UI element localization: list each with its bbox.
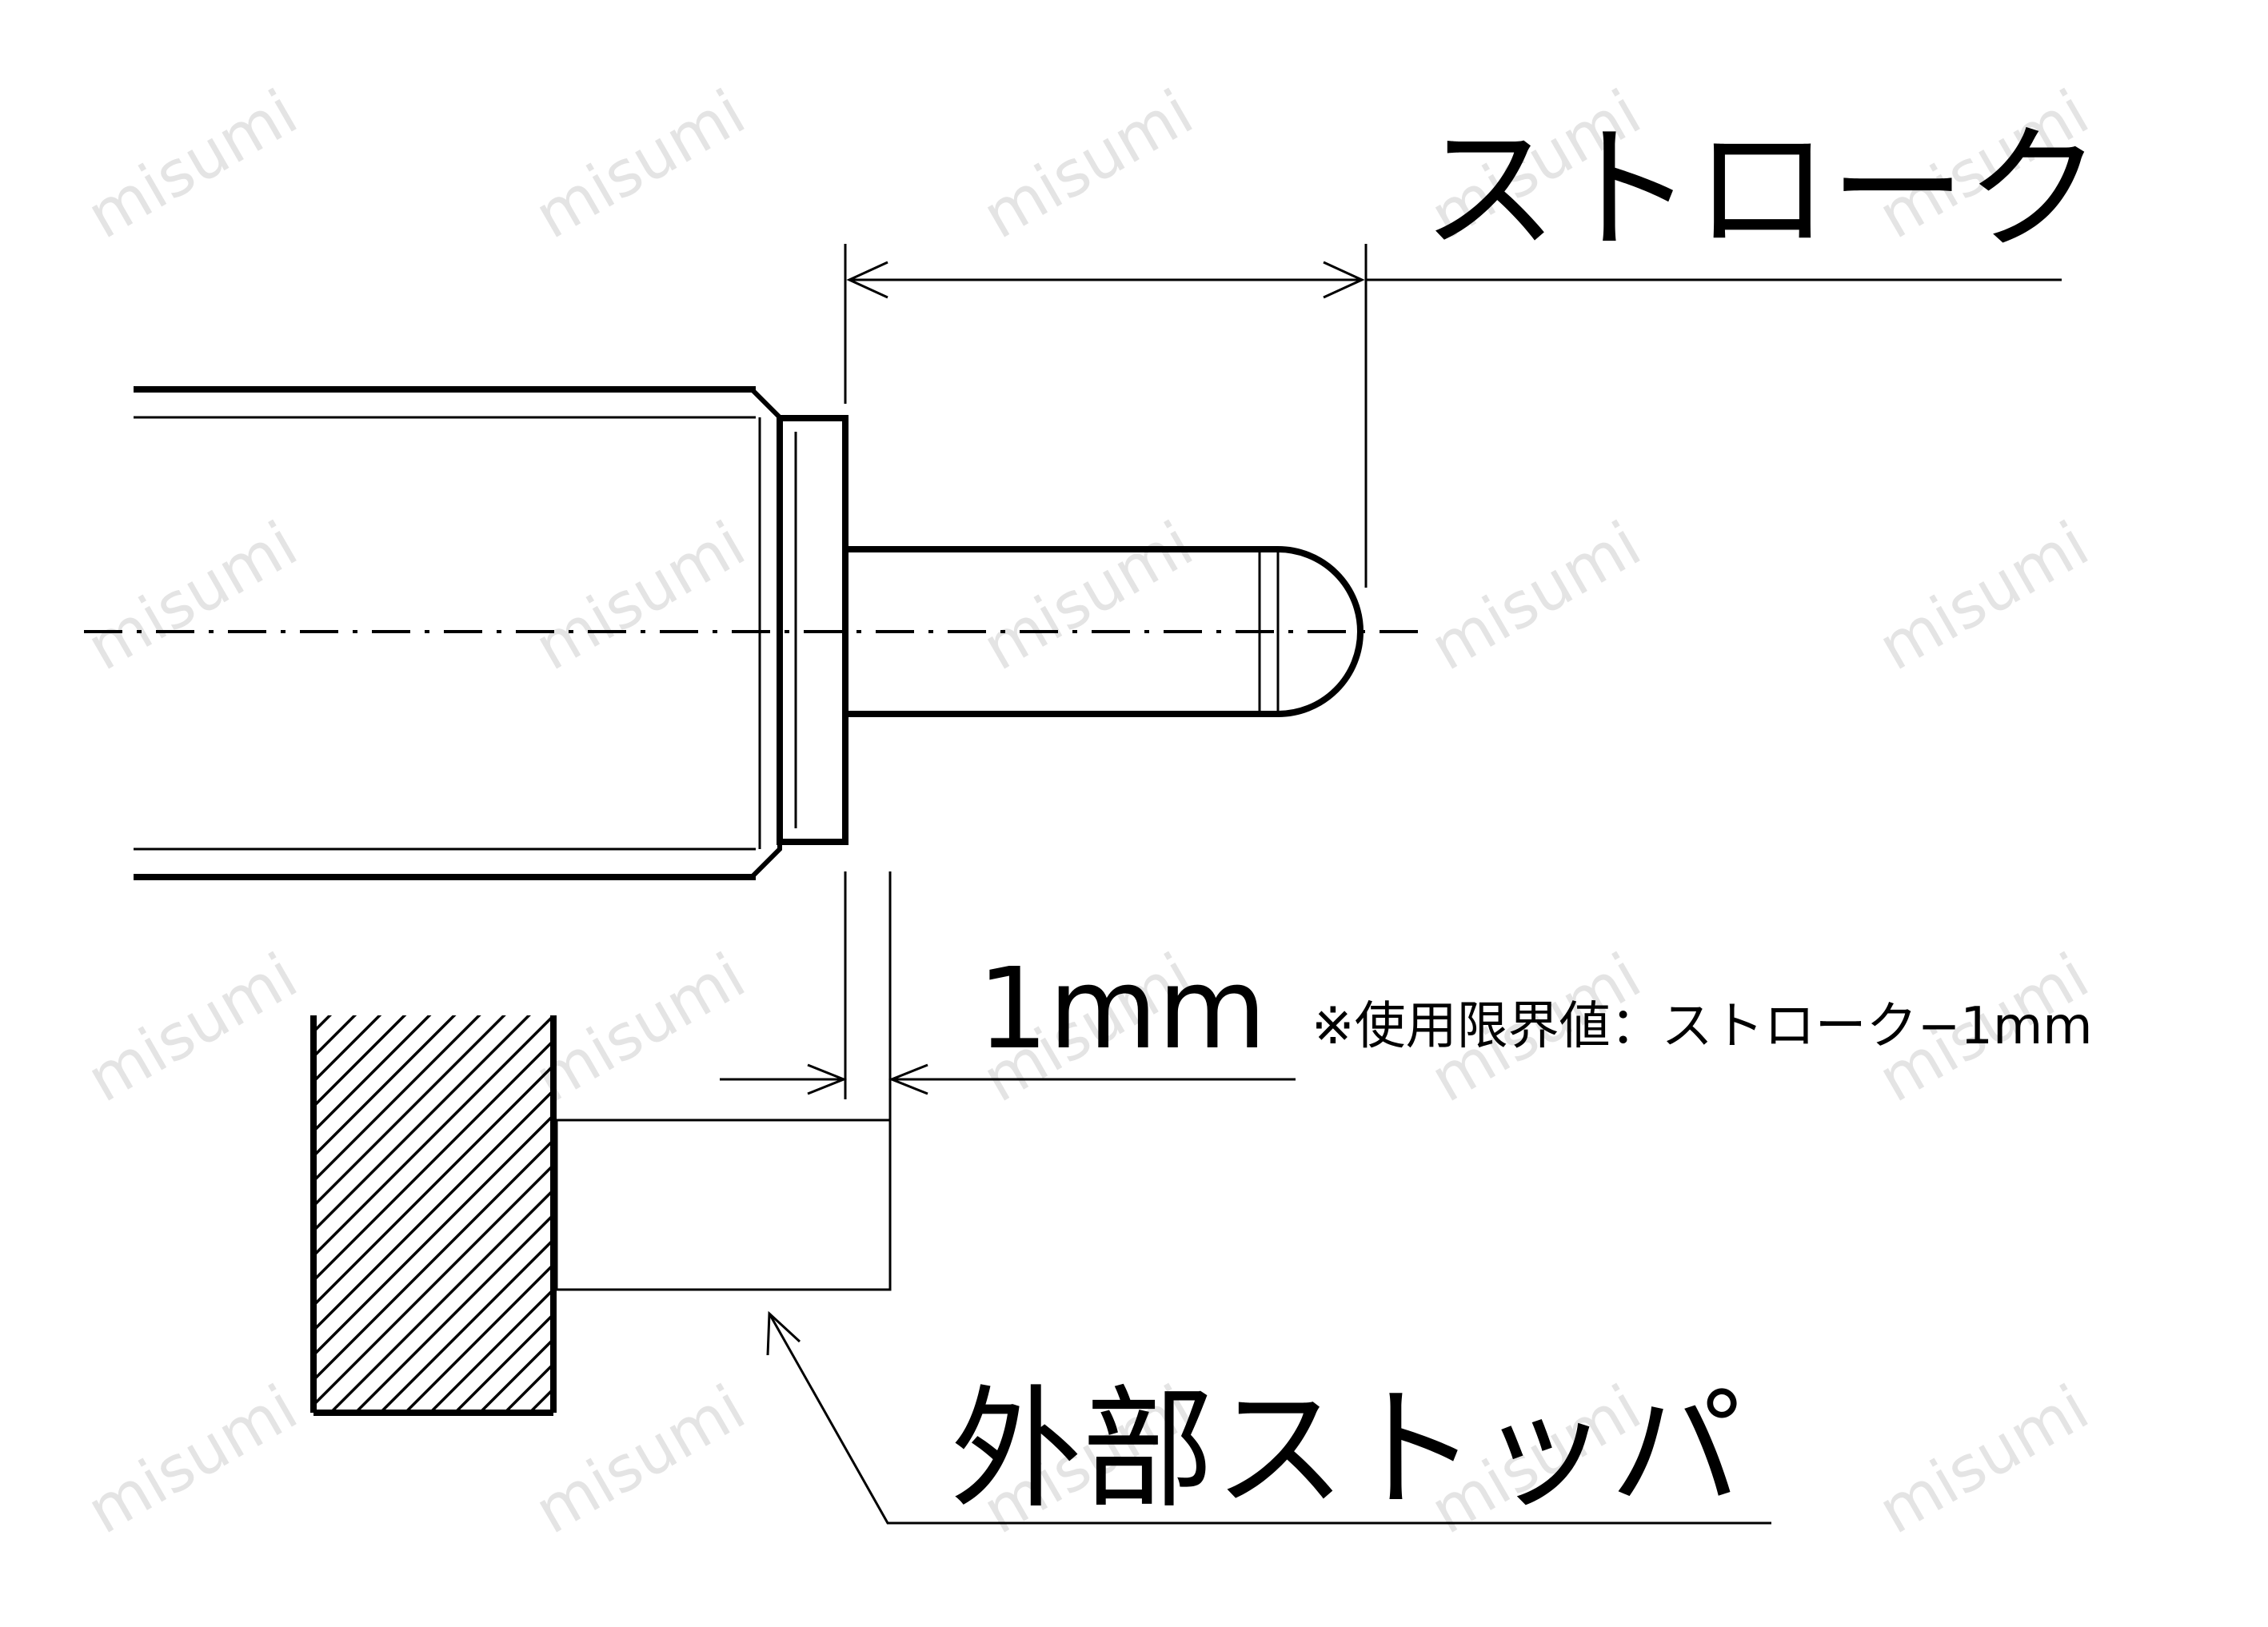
stopper-leader [766, 1310, 1771, 1525]
watermark-text: misumi [76, 1372, 309, 1549]
watermark-text: misumi [524, 1372, 757, 1549]
external-stopper [310, 1015, 892, 1416]
watermark-text: misumi [1867, 1372, 2101, 1549]
stroke-label: ストローク [1422, 111, 2102, 269]
watermark-text: misumi [76, 77, 309, 253]
watermark-text: misumi [76, 508, 309, 685]
watermark-text: misumi [524, 940, 757, 1117]
plunger-flange [777, 415, 849, 845]
watermark-text: misumi [1867, 508, 2101, 685]
stroke-dimension [844, 244, 2062, 588]
watermark-text: misumi [524, 77, 757, 253]
watermark-text: misumi [76, 940, 309, 1117]
threaded-body [134, 386, 782, 880]
watermark-text: misumi [972, 508, 1205, 685]
watermark-text: misumi [1419, 508, 1653, 685]
watermark-text: misumi [524, 508, 757, 685]
watermark-text: misumi [972, 77, 1205, 253]
stopper-label: 外部ストッパ [950, 1373, 1742, 1526]
gap-label: 1mm [977, 944, 1267, 1075]
gap-dimension [720, 871, 1296, 1119]
usage-limit-note: ※使用限界値：ストローク−1mm [1312, 997, 2093, 1056]
